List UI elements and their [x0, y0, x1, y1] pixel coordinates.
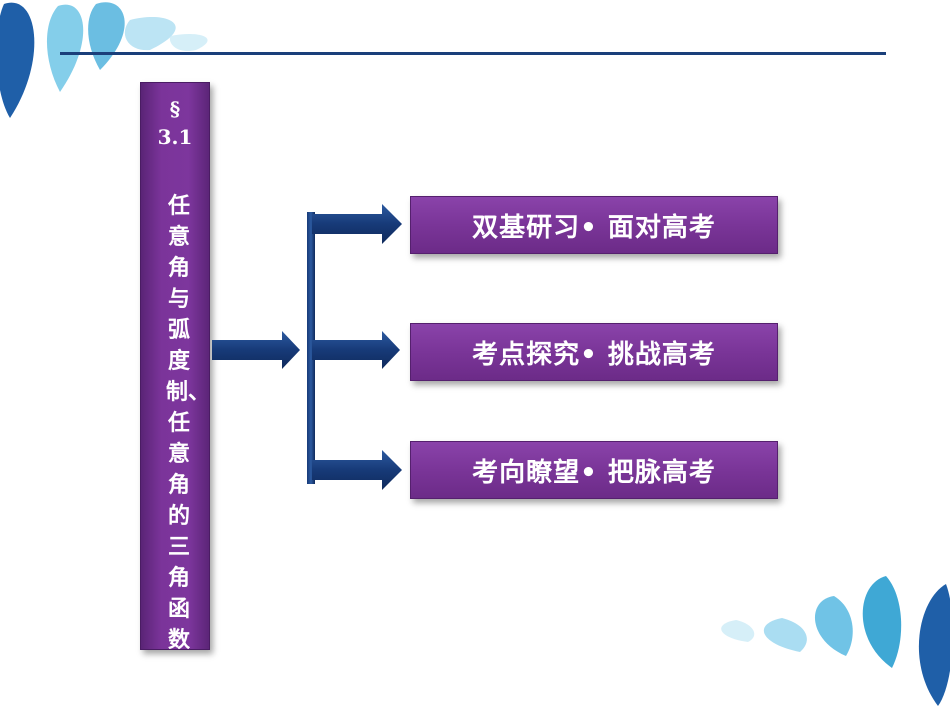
branch-label-2: 考点探究• 挑战高考: [472, 339, 716, 370]
bracket-bar: [307, 212, 315, 484]
branch-box-2[interactable]: 考点探究• 挑战高考: [410, 323, 778, 381]
branch-box-1[interactable]: 双基研习• 面对高考: [410, 196, 778, 254]
section-mark: §: [169, 97, 181, 121]
bottom-right-leaves-icon: [721, 576, 950, 706]
header-rule: [60, 52, 886, 55]
section-title-box: § 3.1 任意角与弧度制、任意角的三角函数: [140, 82, 210, 650]
main-arrow-icon: [212, 331, 300, 369]
branch-label-3: 考向瞭望• 把脉高考: [472, 457, 716, 488]
branch-arrow-1-icon: [312, 204, 402, 244]
branch-arrow-2-icon: [312, 331, 400, 369]
section-title: 任意角与弧度制、任意角的三角函数: [166, 194, 210, 650]
branch-label-1: 双基研习• 面对高考: [472, 212, 716, 243]
top-left-leaves-icon: [0, 2, 208, 118]
branch-arrow-3-icon: [312, 450, 402, 490]
branch-box-3[interactable]: 考向瞭望• 把脉高考: [410, 441, 778, 499]
section-number: 3.1: [157, 125, 193, 149]
